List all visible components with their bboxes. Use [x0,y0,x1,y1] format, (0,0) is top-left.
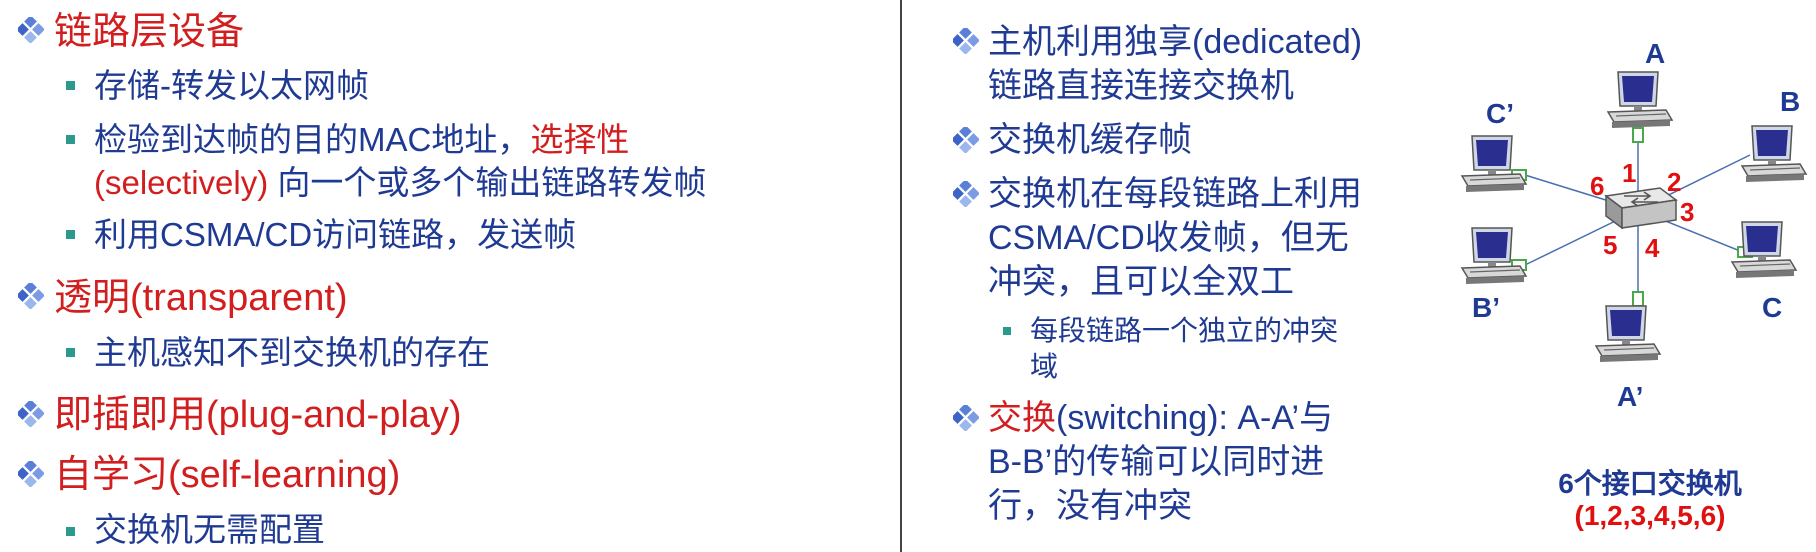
square-bullet-icon [66,81,75,90]
square-bullet-icon [66,348,75,357]
host-a-prime-computer-icon [1595,305,1661,363]
port-label-5: 5 [1603,230,1618,260]
node-label-c: C [1762,292,1783,323]
diagram-caption-title: 6个接口交换机 [1558,468,1742,499]
item-csma-cd: 利用CSMA/CD访问链路，发送帧 [94,216,577,253]
item-selective-text: 选择性 [530,121,630,158]
bullet-dedicated-line2: 链路直接连接交换机 [988,67,1294,105]
bullet-csma-line3: 冲突，且可以全双工 [988,263,1294,301]
heading-transparent: 透明(transparent) [54,277,348,319]
port-connector-a-prime [1632,291,1644,307]
bullet-switching-line3: 行，没有冲突 [988,487,1192,525]
node-label-c-prime: C’ [1486,98,1514,129]
diagram-caption-ports: (1,2,3,4,5,6) [1574,500,1726,531]
host-a-computer-icon [1607,71,1673,129]
heading-self-learning: 自学习(self-learning) [54,454,401,496]
host-b-computer-icon [1741,125,1807,183]
port-connector-a [1632,127,1644,143]
square-bullet-icon [1003,327,1011,335]
sub-collision-domain-line1: 每段链路一个独立的冲突 [1030,315,1339,346]
node-label-b: B [1780,86,1801,117]
square-bullet-icon [66,527,75,536]
item-host-unaware: 主机感知不到交换机的存在 [94,334,490,371]
bullet-switching-line2: B-B’的传输可以同时进 [988,443,1325,481]
square-bullet-icon [66,135,75,144]
item-no-config: 交换机无需配置 [94,511,325,548]
column-divider [900,0,902,552]
item-selectively-text: (selectively) [94,164,269,201]
port-label-2: 2 [1667,167,1682,197]
host-c-prime-computer-icon [1461,135,1527,193]
heading-link-layer-devices: 链路层设备 [54,11,245,53]
bullet-dedicated-line1: 主机利用独享(dedicated) [988,23,1363,61]
item-check-mac-line2: (selectively) 向一个或多个输出链路转发帧 [94,163,706,203]
port-label-4: 4 [1645,233,1660,263]
bullet-switching-line1: 交换(switching): A-A’与 [988,396,1333,440]
item-forward-text: 向一个或多个输出链路转发帧 [268,164,707,201]
heading-plug-and-play: 即插即用(plug-and-play) [54,394,462,436]
item-check-mac-text: 检验到达帧的目的MAC地址， [94,121,531,158]
port-label-3: 3 [1680,197,1695,227]
switching-text: (switching): A-A’与 [1056,399,1334,437]
bullet-buffer-frames: 交换机缓存帧 [988,121,1192,159]
bullet-csma-line1: 交换机在每段链路上利用 [988,175,1362,213]
bullet-csma-line2: CSMA/CD收发帧，但无 [988,219,1349,257]
port-label-1: 1 [1622,158,1637,188]
switching-keyword: 交换 [988,399,1056,437]
item-check-mac-line1: 检验到达帧的目的MAC地址，选择性 [94,120,629,160]
switch-icon [1604,187,1678,230]
node-label-a: A [1645,38,1666,69]
node-label-a-prime: A’ [1617,381,1644,412]
sub-collision-domain-line2: 域 [1030,351,1059,382]
square-bullet-icon [66,230,75,239]
item-store-forward: 存储-转发以太网帧 [94,67,369,104]
port-label-6: 6 [1590,171,1605,201]
host-b-prime-computer-icon [1461,227,1527,285]
node-label-b-prime: B’ [1472,292,1500,323]
